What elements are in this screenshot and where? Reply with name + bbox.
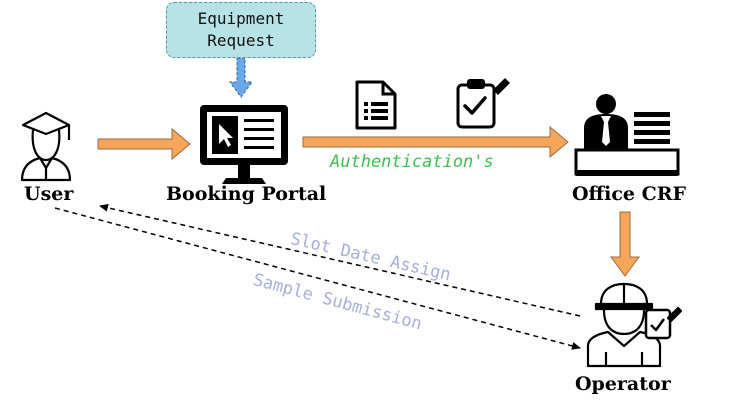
authentication-label: Authentication's: [330, 152, 494, 172]
document-icon: [355, 80, 397, 130]
arrow-office-to-operator: [610, 211, 640, 277]
arrow-sample-submission: [54, 207, 581, 350]
arrow-slot-date-assign: [99, 203, 581, 317]
clipboard-check-icon: [456, 78, 510, 129]
equipment-request-note: Equipment Request: [166, 2, 316, 58]
operator-worker-icon: [586, 282, 683, 368]
monitor-icon: [200, 105, 288, 184]
office-desk-icon: [574, 94, 680, 176]
user-graduate-icon: [20, 111, 72, 182]
arrow-user-to-portal: [97, 127, 191, 161]
arrow-note-to-portal: [229, 57, 253, 98]
office-crf-label: Office CRF: [572, 183, 687, 205]
user-label: User: [24, 183, 74, 205]
note-line-1: Equipment: [197, 9, 285, 28]
operator-label: Operator: [575, 373, 671, 395]
arrow-portal-to-office: [302, 125, 569, 159]
booking-portal-label: Booking Portal: [166, 183, 327, 205]
note-line-2: Request: [207, 31, 275, 50]
